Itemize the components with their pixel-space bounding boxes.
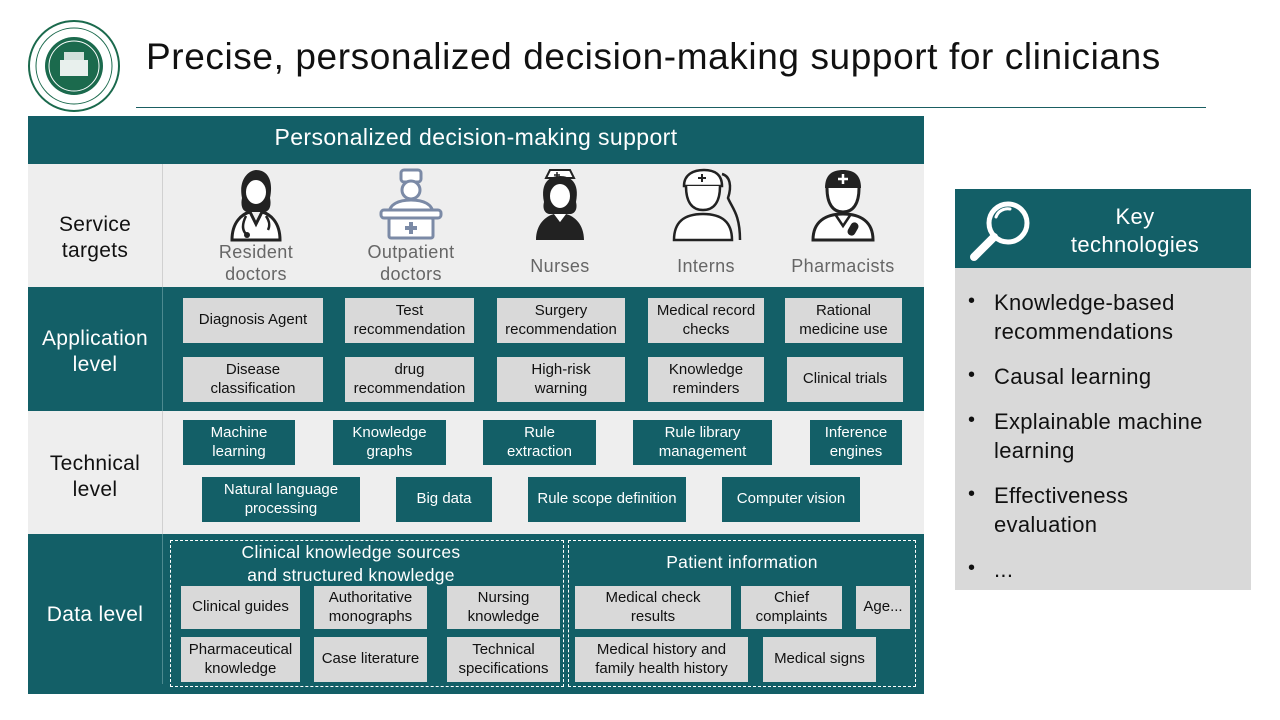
- target-label: Interns: [677, 256, 735, 276]
- column-divider: [162, 287, 163, 411]
- patient-information-group: [568, 540, 916, 687]
- tech-box-nlp: Natural language processing: [202, 477, 360, 522]
- column-divider: [162, 534, 163, 684]
- list-item: • Knowledge-based recommendations: [966, 288, 1246, 346]
- data-box-medical-history: Medical history and family health histor…: [575, 637, 748, 682]
- target-pharmacists: Pharmacists: [778, 168, 908, 278]
- key-technology-label: Explainable machine learning: [994, 409, 1203, 464]
- target-outpatient-doctors: Outpatient doctors: [346, 168, 476, 285]
- column-divider: [162, 164, 163, 287]
- title-divider: [136, 107, 1206, 108]
- bullet-icon: •: [968, 364, 976, 387]
- tech-box-rule-extraction: Rule extraction: [483, 420, 596, 465]
- key-technology-label: Causal learning: [994, 364, 1152, 390]
- target-label: Outpatient doctors: [367, 242, 455, 284]
- key-technologies-list: • Knowledge-based recommendations • Causal…: [966, 288, 1246, 600]
- knowledge-sources-group: [170, 540, 564, 687]
- target-resident-doctors: Resident doctors: [191, 168, 321, 285]
- key-technologies-title: Key technologies: [1070, 204, 1200, 257]
- bullet-icon: •: [968, 483, 976, 506]
- data-box-pharmaceutical-knowledge: Pharmaceutical knowledge: [181, 637, 300, 682]
- row-label-service-targets: Service targets: [58, 213, 132, 263]
- application-band: [28, 287, 924, 411]
- bullet-icon: •: [968, 409, 976, 432]
- app-box-high-risk-warning: High-risk warning: [497, 357, 625, 402]
- tech-box-knowledge-graphs: Knowledge graphs: [333, 420, 446, 465]
- app-box-test-recommendation: Test recommendation: [345, 298, 474, 343]
- app-box-rational-medicine-use: Rational medicine use: [785, 298, 902, 343]
- column-divider: [162, 411, 163, 534]
- header-band: [28, 116, 924, 164]
- data-box-age: Age...: [856, 586, 910, 629]
- svg-text:·: ·: [37, 46, 43, 51]
- magnifier-icon: [970, 201, 1030, 261]
- app-box-diagnosis-agent: Diagnosis Agent: [183, 298, 323, 343]
- page-title: Precise, personalized decision-making su…: [146, 36, 1161, 77]
- list-item: •...: [966, 555, 1246, 584]
- outpatient-doctor-icon: [379, 168, 443, 240]
- intern-icon: [672, 168, 742, 242]
- target-label: Resident doctors: [218, 242, 294, 284]
- app-box-knowledge-reminders: Knowledge reminders: [648, 357, 764, 402]
- target-label: Nurses: [530, 256, 590, 276]
- app-box-drug-recommendation: drug recommendation: [345, 357, 474, 402]
- target-label: Pharmacists: [791, 256, 895, 276]
- app-box-clinical-trials: Clinical trials: [787, 357, 903, 402]
- tech-box-rule-scope-definition: Rule scope definition: [528, 477, 686, 522]
- tech-box-rule-library-management: Rule library management: [633, 420, 772, 465]
- app-box-disease-classification: Disease classification: [183, 357, 323, 402]
- service-targets-band: [28, 164, 924, 287]
- bullet-icon: •: [968, 557, 976, 580]
- data-box-nursing-knowledge: Nursing knowledge: [447, 586, 560, 629]
- key-technology-label: ...: [994, 557, 1014, 583]
- app-box-surgery-recommendation: Surgery recommendation: [497, 298, 625, 343]
- key-technologies-body: [955, 268, 1251, 590]
- bullet-icon: •: [968, 290, 976, 312]
- college-emblem-logo: ·: [28, 20, 120, 112]
- diagram-header: Personalized decision-making support: [274, 124, 678, 150]
- data-box-chief-complaints: Chief complaints: [741, 586, 842, 629]
- resident-doctor-icon: [230, 170, 282, 242]
- key-technology-label: Knowledge-based recommendations: [994, 290, 1175, 345]
- tech-box-inference-engines: Inference engines: [810, 420, 902, 465]
- tech-box-big-data: Big data: [396, 477, 492, 522]
- target-interns: Interns: [641, 168, 771, 278]
- data-box-technical-specifications: Technical specifications: [447, 637, 560, 682]
- tech-box-computer-vision: Computer vision: [722, 477, 860, 522]
- row-label-application: Application level: [41, 327, 149, 377]
- list-item: • Causal learning: [966, 362, 1246, 391]
- patient-information-title: Patient information: [666, 552, 818, 572]
- data-box-clinical-guides: Clinical guides: [181, 586, 300, 629]
- app-box-medical-record-checks: Medical record checks: [648, 298, 764, 343]
- tech-box-machine-learning: Machine learning: [183, 420, 295, 465]
- list-item: • Explainable machine learning: [966, 407, 1246, 465]
- data-box-medical-signs: Medical signs: [763, 637, 876, 682]
- key-technology-label: Effectiveness evaluation: [994, 483, 1129, 538]
- data-box-medical-check-results: Medical check results: [575, 586, 731, 629]
- knowledge-sources-title: Clinical knowledge sources and structure…: [241, 542, 461, 585]
- pharmacist-icon: [811, 170, 875, 242]
- target-nurses: Nurses: [495, 168, 625, 278]
- row-label-technical: Technical level: [49, 452, 141, 502]
- data-box-case-literature: Case literature: [314, 637, 427, 682]
- row-label-data: Data level: [46, 603, 144, 626]
- list-item: • Effectiveness evaluation: [966, 481, 1246, 539]
- nurse-icon: [536, 169, 584, 240]
- data-box-authoritative-monographs: Authoritative monographs: [314, 586, 427, 629]
